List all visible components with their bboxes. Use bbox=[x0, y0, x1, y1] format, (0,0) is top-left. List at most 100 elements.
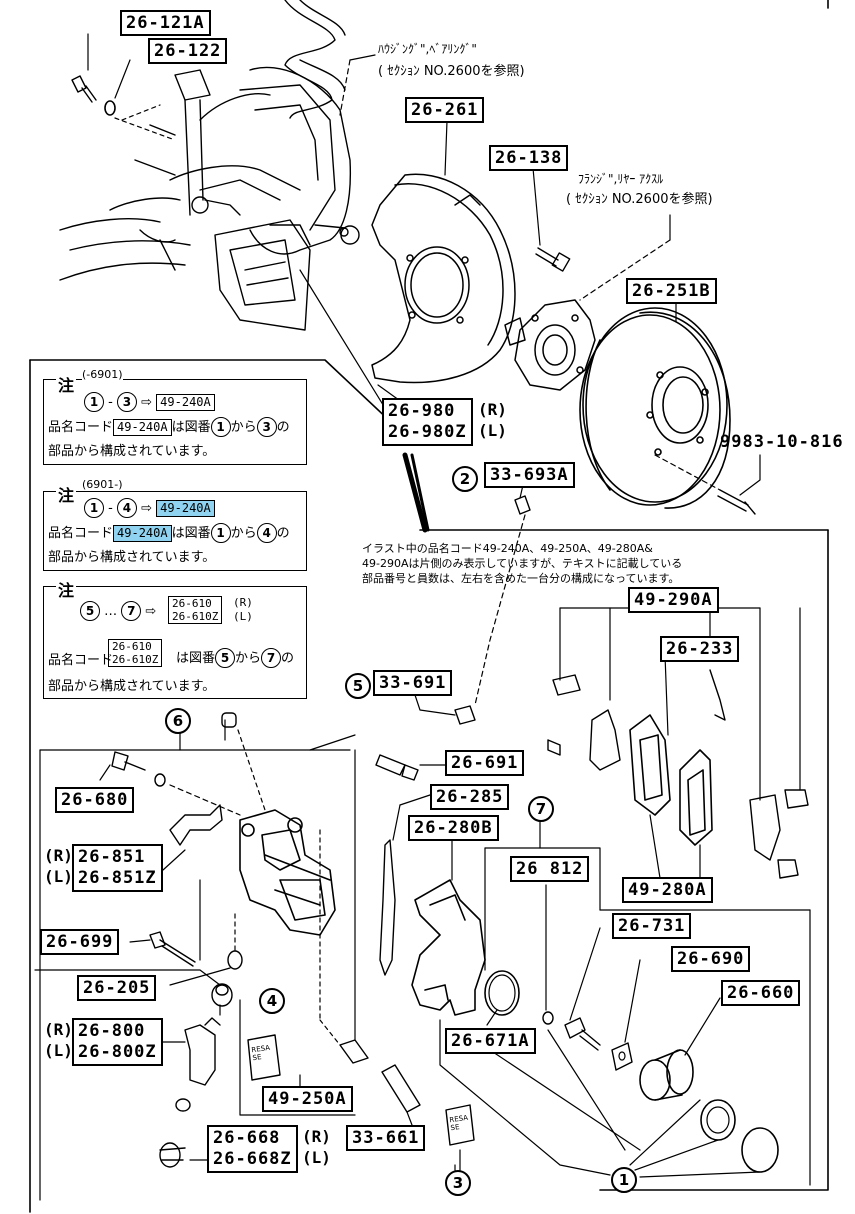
note-title: 注 bbox=[56, 372, 77, 396]
label-26-980-sides: (R) (L) bbox=[478, 399, 507, 441]
piston-26-660 bbox=[639, 1049, 694, 1101]
side-l: (L) bbox=[478, 421, 507, 440]
callout-5: 5 bbox=[345, 673, 371, 699]
bolt-26-680 bbox=[111, 751, 146, 771]
label-26-980Z: 26-980Z bbox=[388, 422, 467, 442]
side-l: (L) bbox=[44, 1041, 73, 1060]
circled-num: 3 bbox=[256, 417, 277, 437]
label-49-290A: 49-290A bbox=[628, 587, 719, 613]
kit-code-l: 26-610Z bbox=[112, 653, 159, 666]
bleeder-screw-33-691 bbox=[454, 705, 476, 725]
label-49-280A: 49-280A bbox=[622, 877, 713, 903]
bolt-26-138 bbox=[535, 247, 571, 272]
circled-num: 1 bbox=[84, 392, 104, 412]
note-desc-2: 部品から構成されています。 bbox=[48, 550, 216, 565]
circled-num: 7 bbox=[261, 648, 282, 668]
text: から bbox=[235, 651, 262, 666]
circled-num: 1 bbox=[210, 523, 231, 543]
flange-callout-line2: ( ｾｸｼｮﾝ NO.2600を参照) bbox=[566, 192, 713, 207]
part-26-800 bbox=[184, 1017, 221, 1086]
text: から bbox=[230, 526, 257, 541]
pad-sticker-text: RESA SE bbox=[250, 1043, 271, 1063]
label-26-205: 26-205 bbox=[77, 975, 157, 1001]
label-26-699: 26-699 bbox=[40, 929, 120, 955]
label-26-690: 26-690 bbox=[671, 946, 751, 972]
side-l: (L) bbox=[44, 867, 73, 886]
label-26-233: 26-233 bbox=[660, 636, 740, 662]
kit-sides: (R) (L) bbox=[233, 596, 253, 624]
kit-code: 49-240A bbox=[113, 525, 172, 542]
note-desc-2: 部品から構成されています。 bbox=[48, 679, 216, 694]
boot-4 bbox=[211, 983, 233, 1007]
kit-code-r: 26-610 bbox=[172, 597, 212, 610]
note-formula: 5 … 7 ⇨ bbox=[80, 601, 156, 621]
illustration-note-line1: イラスト中の品名コード49-240A、49-250A、49-280A& bbox=[362, 542, 653, 555]
callout-7: 7 bbox=[528, 796, 554, 822]
text: の bbox=[276, 420, 290, 435]
pad-sticker bbox=[247, 1034, 475, 1146]
circled-num: 1 bbox=[84, 498, 104, 518]
label-26-851Z: 26-851Z bbox=[78, 868, 157, 888]
pad-sticker-text-2: RESA SE bbox=[448, 1113, 469, 1133]
label-26-251B: 26-251B bbox=[626, 278, 717, 304]
label-26-668-stack: 26-668 26-668Z bbox=[207, 1125, 298, 1173]
label-33-691: 33-691 bbox=[373, 670, 453, 696]
label-26-668Z: 26-668Z bbox=[213, 1149, 292, 1169]
callout-4: 4 bbox=[259, 988, 285, 1014]
knuckle-illustration bbox=[59, 0, 360, 331]
label-26-851-stack: 26-851 26-851Z bbox=[72, 844, 163, 892]
label-26-280B: 26-280B bbox=[408, 815, 499, 841]
note-title: 注 bbox=[56, 577, 77, 601]
callout-1: 1 bbox=[611, 1167, 637, 1193]
bracket-26-851 bbox=[169, 804, 223, 846]
caliper-bracket-26-280B bbox=[411, 879, 486, 1016]
bolt-26-699 bbox=[149, 931, 196, 967]
side-r: (R) bbox=[44, 1020, 73, 1039]
separator: … bbox=[104, 604, 118, 619]
label-9983-10-816: 9983-10-816 bbox=[720, 432, 844, 452]
text: の bbox=[281, 651, 295, 666]
hub-callout-line2: ( ｾｸｼｮﾝ NO.2600を参照) bbox=[378, 64, 525, 79]
label-26-800-stack: 26-800 26-800Z bbox=[72, 1018, 163, 1066]
bleeder-26-731 bbox=[564, 1017, 601, 1051]
guide-pin-33-661 bbox=[339, 1039, 421, 1113]
callout-3: 3 bbox=[445, 1170, 471, 1196]
label-26-980: 26-980 bbox=[388, 401, 456, 421]
kit-code: 49-240A bbox=[156, 394, 215, 411]
kit-code-stack-2: 26-610 26-610Z bbox=[108, 639, 163, 667]
circled-num: 7 bbox=[121, 601, 142, 621]
side-r: (R) bbox=[233, 596, 253, 609]
label-49-250A: 49-250A bbox=[262, 1086, 353, 1112]
label-26-680: 26-680 bbox=[55, 787, 135, 813]
brake-disc-26-251B bbox=[579, 307, 731, 509]
anti-squeal-shims bbox=[547, 669, 809, 879]
bleeder-cap-26-668 bbox=[159, 1098, 191, 1168]
label-26-121A: 26-121A bbox=[120, 10, 211, 36]
note-desc-pre: 品名コード bbox=[48, 653, 114, 668]
side-r: (R) bbox=[478, 400, 507, 419]
caliper-body bbox=[239, 809, 336, 936]
text: 品名コード bbox=[48, 420, 114, 435]
bleeder-33-693A bbox=[514, 495, 531, 515]
pin-26-691 bbox=[375, 754, 419, 781]
arrow: ⇨ bbox=[145, 604, 157, 619]
kit-code: 49-240A bbox=[156, 500, 215, 517]
kit-code-stack: 26-610 26-610Z bbox=[168, 596, 223, 624]
spring-26-285 bbox=[379, 839, 396, 976]
bolt-26-121A bbox=[71, 75, 97, 103]
kit-code-l: 26-610Z bbox=[172, 610, 219, 623]
note-formula: 1 - 4 ⇨ 49-240A bbox=[84, 498, 215, 518]
label-33-661: 33-661 bbox=[346, 1125, 426, 1151]
note-range: (6901-) bbox=[82, 478, 123, 491]
label-26-660: 26-660 bbox=[721, 980, 801, 1006]
note-formula: 1 - 3 ⇨ 49-240A bbox=[84, 392, 215, 412]
flange-callout-line1: ﾌﾗﾝｼﾞ",ﾘﾔｰ ｱｸｽﾙ bbox=[578, 172, 664, 186]
circled-num: 5 bbox=[215, 648, 236, 668]
side-l: (L) bbox=[302, 1148, 331, 1167]
circled-num: 4 bbox=[256, 523, 277, 543]
